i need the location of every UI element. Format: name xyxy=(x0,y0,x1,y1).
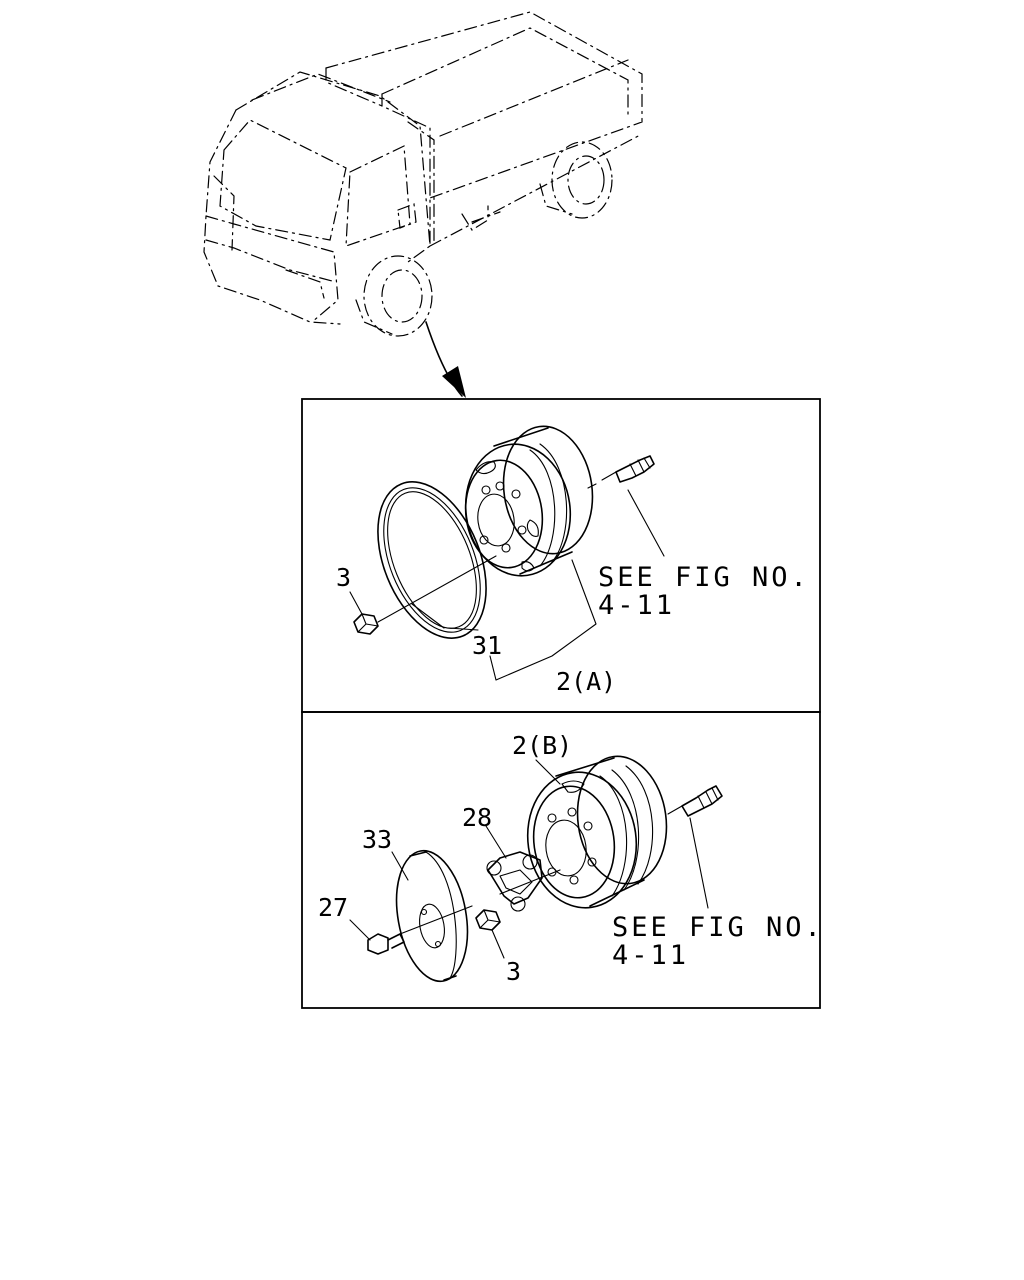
callout-a-nut: 3 xyxy=(336,563,351,592)
callout-b-fig-number: 4-11 xyxy=(612,940,689,971)
section-b-wheel-drawing xyxy=(349,755,723,983)
hub-plate-shape xyxy=(486,851,543,912)
section-b-frame xyxy=(301,711,821,1009)
wheel-stud-shape xyxy=(587,455,655,489)
callout-b-assembly: 2(B) xyxy=(512,731,572,760)
wheel-stud-b-shape xyxy=(667,785,723,817)
section-b-callouts: 2(B) 28 33 27 3 SEE FIG NO. 4-11 xyxy=(318,731,824,986)
hub-nut-b-shape xyxy=(475,909,501,931)
tire-ring-shape xyxy=(377,481,487,639)
truck-illustration xyxy=(203,11,643,337)
callout-b-disc: 33 xyxy=(362,825,392,854)
callout-b-plate: 28 xyxy=(462,803,492,832)
pointer-arrow xyxy=(425,321,466,398)
callout-b-nut: 3 xyxy=(506,957,521,986)
callout-b-see-fig: SEE FIG NO. xyxy=(612,912,824,943)
callout-a-see-fig: SEE FIG NO. xyxy=(598,562,810,593)
callout-a-fig-number: 4-11 xyxy=(598,590,675,621)
brake-disc-shape xyxy=(395,849,469,983)
callout-a-ring: 31 xyxy=(472,631,502,660)
wheel-rim-shape xyxy=(464,425,594,577)
section-a-wheel-drawing xyxy=(349,425,665,681)
section-a-callouts: 3 31 2(A) SEE FIG NO. 4-11 xyxy=(336,562,810,696)
callout-a-assembly: 2(A) xyxy=(556,667,616,696)
hub-nut-shape xyxy=(353,613,379,635)
dual-wheel-rim-shape xyxy=(526,755,668,909)
hub-bolt-shape xyxy=(367,933,405,955)
callout-b-bolt: 27 xyxy=(318,893,348,922)
